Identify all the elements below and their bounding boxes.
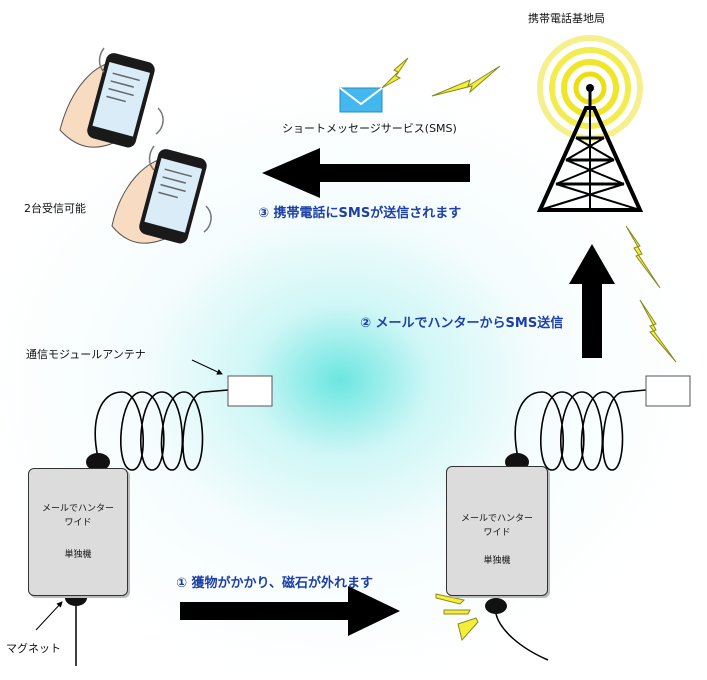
device-right-line1: メールでハンター bbox=[460, 514, 533, 524]
antenna-coil-left bbox=[94, 389, 229, 471]
device-left-line2: ワイド bbox=[64, 518, 92, 528]
smartphone-icon bbox=[111, 145, 212, 244]
device-left-line3: 単独機 bbox=[64, 550, 92, 560]
antenna-pointer bbox=[191, 359, 223, 375]
sms-service-label: ショートメッセージサービス(SMS) bbox=[282, 122, 457, 135]
device-left: メールでハンター ワイド 単独機 bbox=[28, 468, 128, 596]
magnet-pointer bbox=[35, 601, 63, 631]
antenna-coil-right bbox=[514, 389, 647, 471]
device-right: メールでハンター ワイド 単独機 bbox=[446, 466, 548, 596]
antenna-box-right bbox=[645, 375, 691, 407]
magnet-label: マグネット bbox=[6, 642, 61, 655]
antenna-label: 通信モジュールアンテナ bbox=[26, 348, 146, 361]
antenna-box-left bbox=[227, 375, 273, 407]
two-receivers-label: 2台受信可能 bbox=[24, 202, 86, 215]
device-right-line3: 単独機 bbox=[483, 556, 511, 566]
arrow-left-sms bbox=[262, 148, 470, 198]
arrow-up-tower bbox=[569, 244, 615, 358]
step3-label: ③ 携帯電話にSMSが送信されます bbox=[258, 206, 462, 221]
envelope-icon bbox=[339, 87, 383, 113]
arrow-right-device bbox=[180, 586, 400, 636]
smartphone-icon bbox=[59, 47, 164, 148]
magnet-right bbox=[485, 598, 507, 614]
step2-label: ② メールでハンターからSMS送信 bbox=[360, 316, 564, 331]
lightning-icons bbox=[381, 57, 677, 642]
device-cap-top-left bbox=[86, 453, 110, 471]
device-left-line1: メールでハンター bbox=[41, 504, 114, 514]
base-station-label: 携帯電話基地局 bbox=[528, 12, 605, 25]
step1-label: ① 獲物がかかり、磁石が外れます bbox=[176, 576, 374, 591]
radio-tower-icon bbox=[536, 35, 644, 212]
magnet-cord-right bbox=[495, 613, 549, 661]
device-right-line2: ワイド bbox=[483, 528, 511, 538]
